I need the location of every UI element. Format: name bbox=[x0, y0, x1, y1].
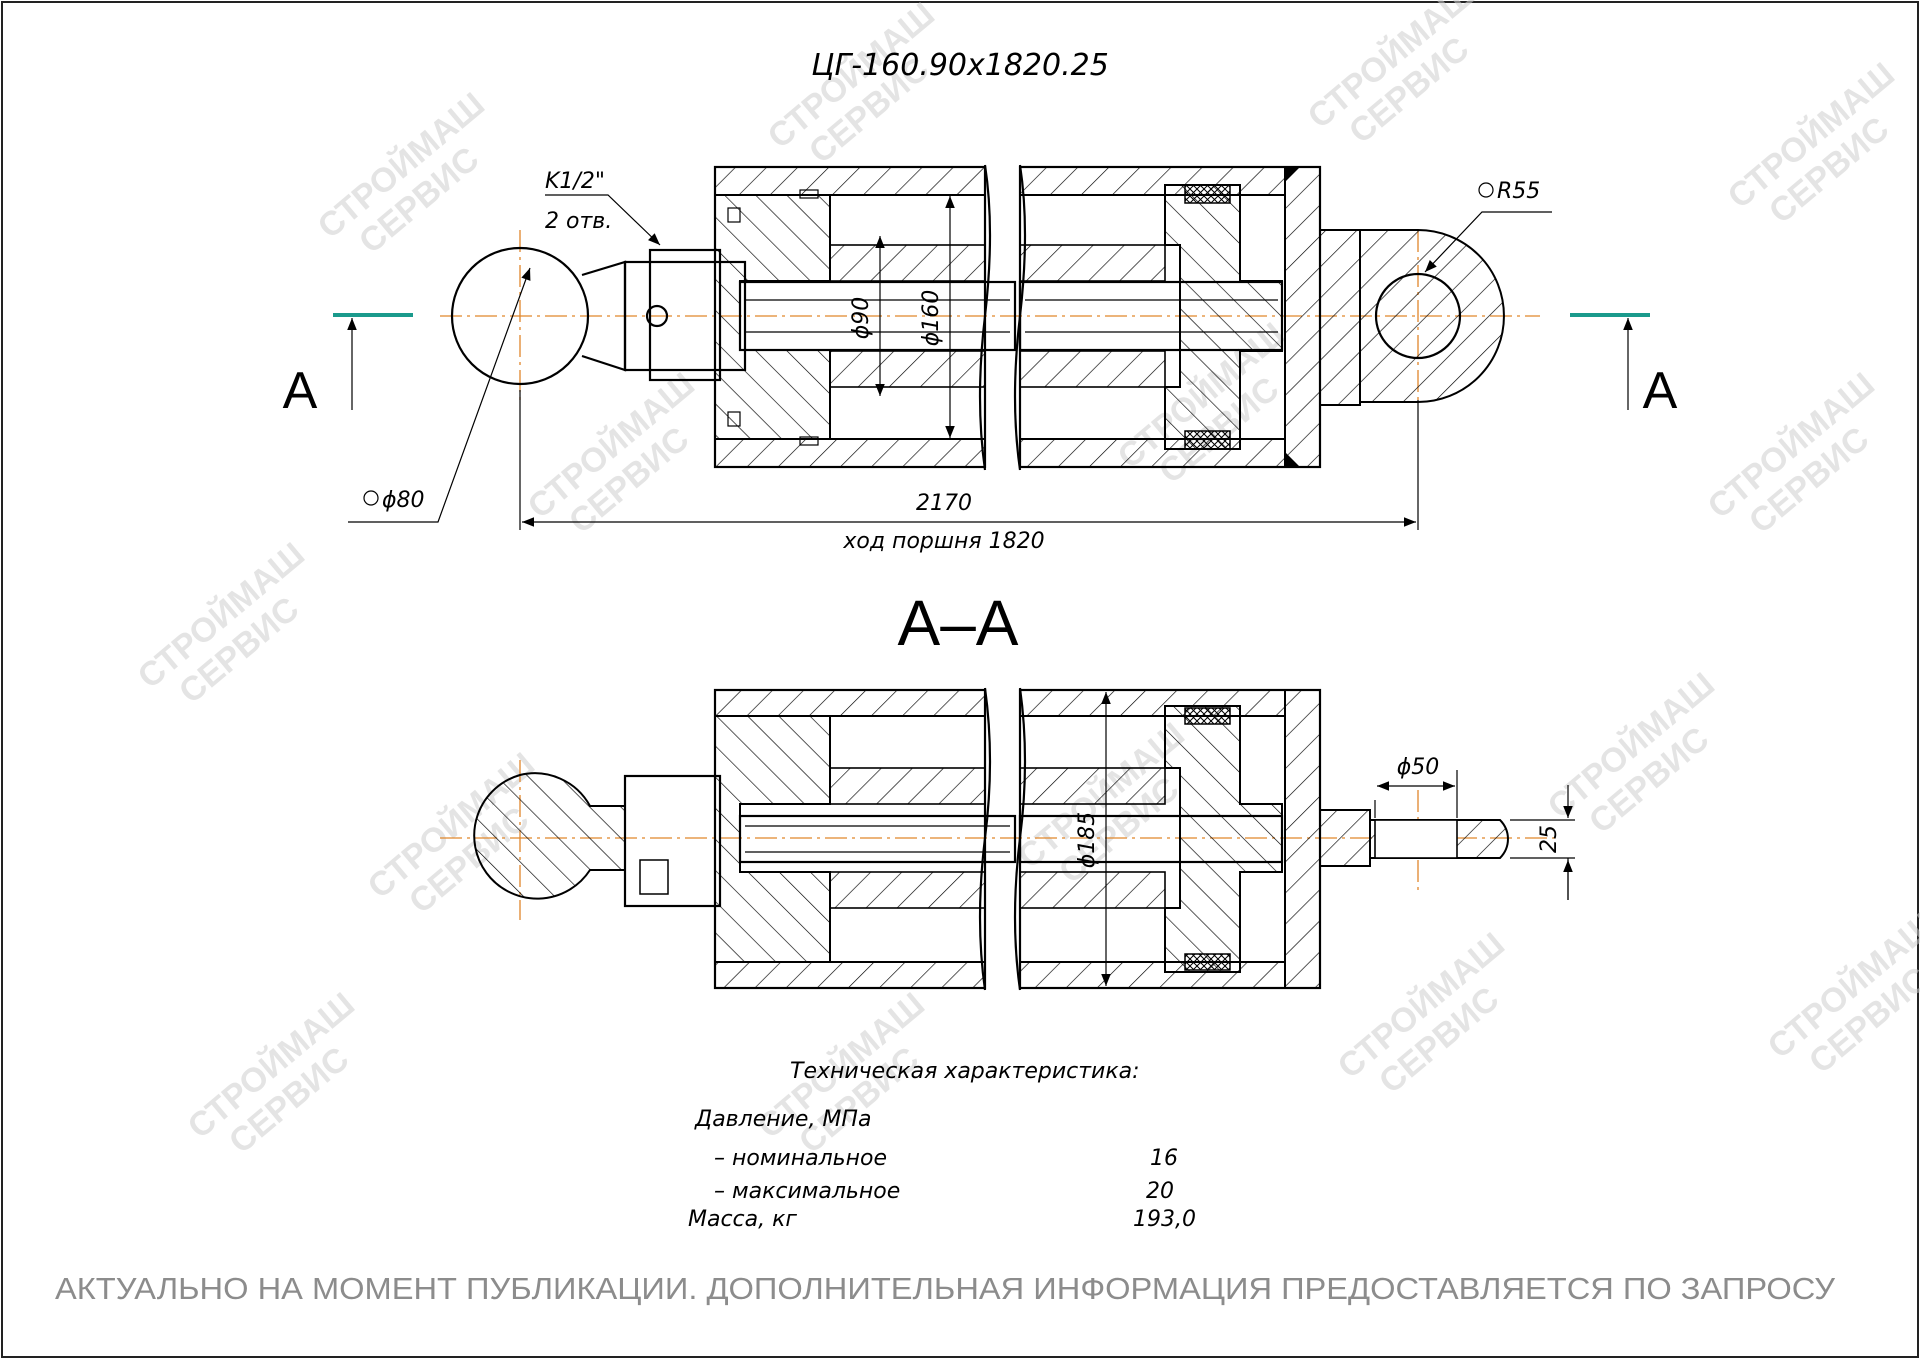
footer-note: АКТУАЛЬНО НА МОМЕНТ ПУБЛИКАЦИИ. ДОПОЛНИТ… bbox=[55, 1271, 1835, 1306]
bore-dia-label: ϕ160 bbox=[919, 290, 944, 347]
section-title: A–A bbox=[898, 587, 1019, 659]
section-view: ϕ185 ϕ50 25 bbox=[440, 687, 1575, 991]
specs-heading: Техническая характеристика: bbox=[790, 1059, 1140, 1084]
svg-text:A: A bbox=[283, 362, 318, 420]
pressure-heading: Давление, МПа bbox=[694, 1107, 871, 1132]
ball-dia-label: ϕ80 bbox=[382, 488, 425, 513]
ball-leader bbox=[348, 267, 531, 523]
drawing-title: ЦГ-160.90х1820.25 bbox=[811, 48, 1109, 83]
port-leader bbox=[545, 194, 661, 246]
ball-section bbox=[473, 772, 626, 900]
specs-block: Техническая характеристика: Давление, МП… bbox=[688, 1059, 1196, 1232]
ball-joint bbox=[450, 246, 590, 386]
rod-head-block bbox=[623, 260, 747, 372]
stroke-label: ход поршня 1820 bbox=[842, 529, 1044, 554]
svg-text:A: A bbox=[1643, 362, 1678, 420]
spec-row-label: Масса, кг bbox=[688, 1207, 797, 1232]
port-label: K1/2" bbox=[545, 169, 605, 194]
radius-label: R55 bbox=[1497, 179, 1540, 204]
main-view: ϕ90 ϕ160 K1/2" 2 отв. R55 ϕ80 2170 ход п… bbox=[348, 164, 1552, 554]
spec-row-value: 20 bbox=[1146, 1179, 1174, 1204]
spec-row-value: 193,0 bbox=[1133, 1207, 1196, 1232]
piston-seal-top bbox=[1184, 184, 1231, 204]
piston bbox=[1164, 184, 1283, 450]
spec-row-label: – максимальное bbox=[714, 1179, 900, 1204]
overall-length-label: 2170 bbox=[916, 491, 972, 516]
outer-dia-label: ϕ185 bbox=[1075, 812, 1100, 869]
clevis-eye bbox=[1359, 229, 1505, 403]
port-count-label: 2 отв. bbox=[545, 209, 612, 234]
section-marker-left: A bbox=[283, 313, 413, 420]
rod-dia-label: ϕ90 bbox=[849, 297, 874, 340]
section-marker-right: A bbox=[1570, 313, 1678, 420]
break-line-left bbox=[978, 164, 992, 471]
piston-seal-bottom bbox=[1184, 430, 1231, 450]
eye-dia-label: ϕ50 bbox=[1397, 755, 1440, 780]
spec-row-label: – номинальное bbox=[714, 1146, 887, 1171]
eye-bore bbox=[1374, 272, 1462, 360]
spec-row-value: 16 bbox=[1150, 1146, 1178, 1171]
eye-thickness-label: 25 bbox=[1537, 825, 1562, 853]
radius-leader bbox=[1424, 211, 1552, 273]
end-cap bbox=[1284, 166, 1361, 468]
